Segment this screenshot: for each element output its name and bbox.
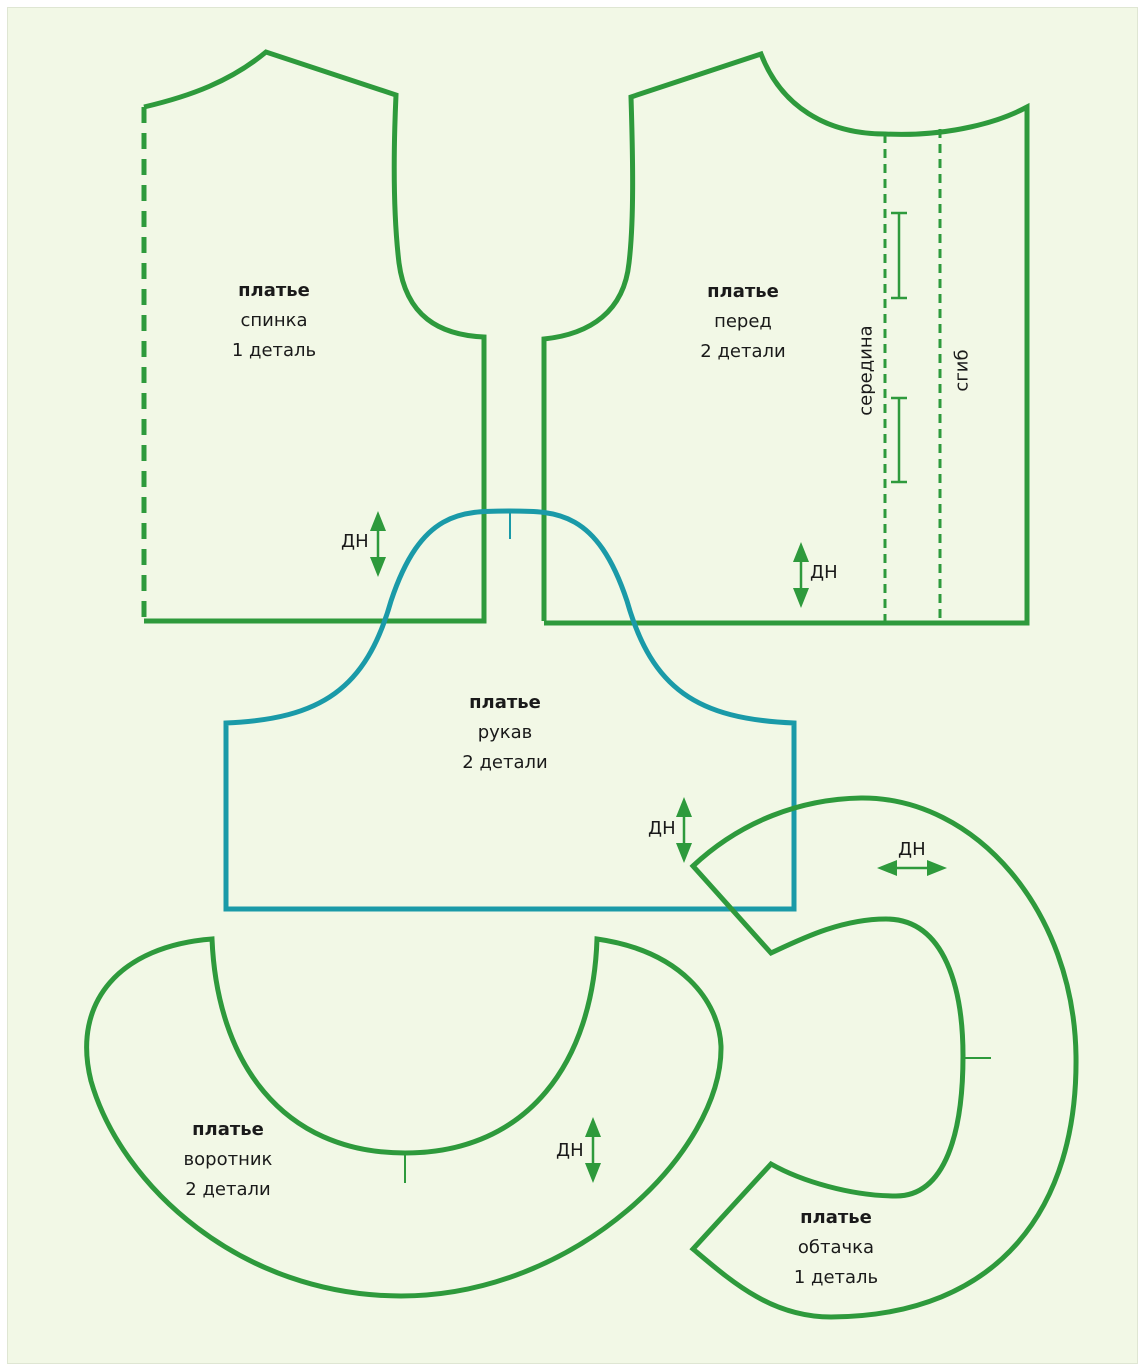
back-outline [143,49,487,624]
grain-label-front: ДН [810,562,838,583]
facing-title: платье [800,1207,872,1228]
center-front-label: середина [855,325,877,416]
front-label: платье перед 2 детали [668,277,818,367]
back-name: спинка [240,310,308,331]
facing-label: платье обтачка 1 деталь [761,1203,911,1293]
front-outline [541,50,1030,626]
grain-arrows [370,511,947,1183]
sleeve-outline [223,508,797,912]
front-count: 2 детали [700,341,786,362]
collar-label: платье воротник 2 детали [153,1115,303,1205]
buttonhole-marks [891,211,907,484]
grain-label-collar: ДН [556,1140,584,1161]
grain-label-sleeve: ДН [648,818,676,839]
fold-label: сгиб [951,349,973,392]
pattern-sheet: платье спинка 1 деталь платье перед 2 де… [7,7,1138,1364]
collar-title: платье [192,1119,264,1140]
pattern-drawing [84,49,1079,1320]
sleeve-label: платье рукав 2 детали [430,688,580,778]
collar-piece [84,936,724,1299]
collar-outline [84,936,724,1299]
facing-name: обтачка [797,1237,875,1258]
back-title: платье [238,280,310,301]
collar-count: 2 детали [185,1179,271,1200]
facing-outline [689,795,1079,1320]
back-label: платье спинка 1 деталь [199,276,349,366]
sleeve-name: рукав [477,722,533,743]
grain-label-back: ДН [341,531,369,552]
collar-name: воротник [183,1149,273,1170]
front-piece [541,50,1030,626]
back-piece [141,49,487,624]
front-title: платье [707,281,779,302]
facing-piece [689,795,1079,1320]
front-name: перед [714,311,772,332]
sleeve-piece [223,508,797,912]
grain-label-facing: ДН [898,839,926,860]
back-count: 1 деталь [231,340,317,361]
facing-count: 1 деталь [793,1267,879,1288]
sleeve-title: платье [469,692,541,713]
sleeve-count: 2 детали [462,752,548,773]
